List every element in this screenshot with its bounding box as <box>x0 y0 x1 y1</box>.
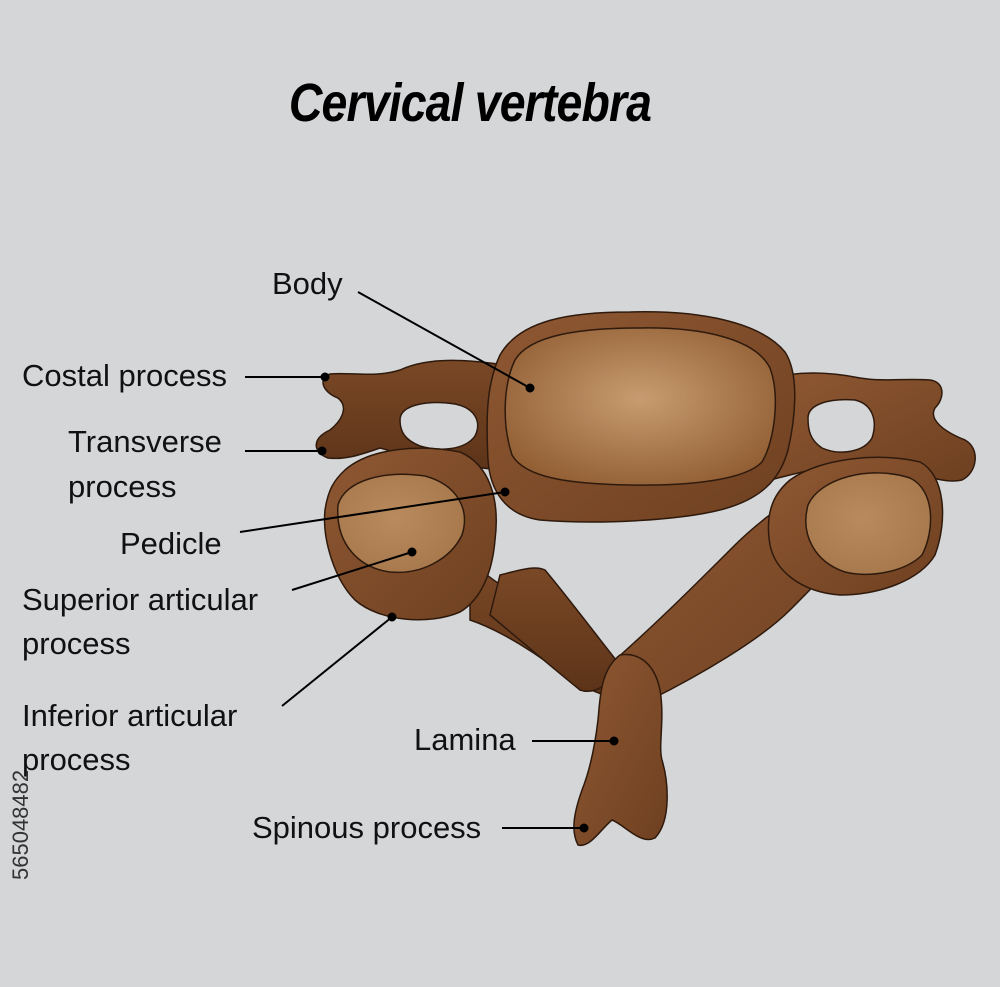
left-superior-articular-facet <box>337 473 466 574</box>
label-inferior-articular-line1: Inferior articular <box>22 698 238 733</box>
label-superior-articular-line2: process <box>22 626 131 661</box>
label-pedicle: Pedicle <box>120 526 222 561</box>
vertebral-body-face <box>504 327 776 486</box>
spinous-process <box>573 653 668 846</box>
stock-id-watermark: 565048482 <box>8 769 33 880</box>
label-lamina: Lamina <box>414 722 516 757</box>
label-inferior-articular-line2: process <box>22 742 131 777</box>
leader-pedicle <box>239 491 506 533</box>
dot-costal <box>320 372 330 382</box>
label-superior-articular-line1: Superior articular <box>22 582 259 617</box>
left-transverse-foramen <box>399 401 479 450</box>
diagram-title: Cervical vertebra <box>288 73 652 133</box>
leader-inferior-articular <box>281 616 393 707</box>
dot-body <box>525 383 535 393</box>
right-superior-articular-facet <box>805 472 932 575</box>
label-costal-process: Costal process <box>22 358 228 393</box>
leader-superior-articular <box>291 551 413 591</box>
dot-lamina <box>609 736 619 746</box>
dot-pedicle <box>500 487 510 497</box>
label-body: Body <box>272 266 343 301</box>
right-transverse-foramen <box>807 398 876 453</box>
leader-body <box>357 291 531 389</box>
label-transverse-process-line2: process <box>68 469 177 504</box>
leader-lines <box>239 291 619 833</box>
dot-spinous <box>579 823 589 833</box>
label-transverse-process-line1: Transverse <box>68 424 222 459</box>
dot-superior-articular <box>407 547 417 557</box>
left-lamina-segment <box>489 567 621 692</box>
dot-inferior-articular <box>387 612 397 622</box>
label-spinous-process: Spinous process <box>252 810 482 845</box>
dot-transverse <box>317 446 327 456</box>
